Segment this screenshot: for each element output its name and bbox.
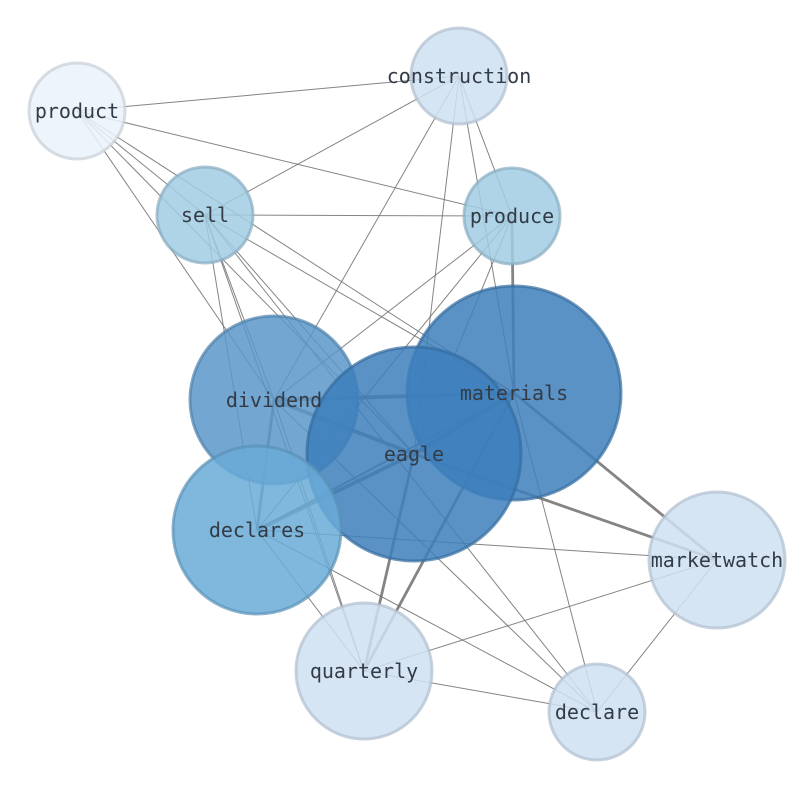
node-label-construction: construction [387, 64, 532, 88]
labels-layer: product construction sell produce materials d… [35, 64, 783, 724]
edge-product-produce [76, 110, 513, 217]
node-label-declares: declares [209, 518, 305, 542]
node-sell [155, 165, 255, 265]
node-eagle [305, 345, 523, 563]
node-label-declare: declare [555, 700, 639, 724]
node-declare [547, 662, 647, 762]
edge-product-construction [76, 75, 460, 112]
node-quarterly [294, 601, 434, 741]
nodes-layer [27, 26, 787, 762]
edge-sell-produce [204, 214, 513, 217]
node-declares [171, 444, 343, 616]
node-label-product: product [35, 99, 119, 123]
node-label-marketwatch: marketwatch [651, 548, 783, 572]
node-marketwatch [647, 490, 787, 630]
node-construction [409, 26, 509, 126]
node-label-produce: produce [470, 204, 554, 228]
node-label-quarterly: quarterly [310, 659, 418, 683]
node-label-eagle: eagle [384, 442, 444, 466]
node-label-materials: materials [460, 381, 568, 405]
node-produce [462, 166, 562, 266]
node-product [27, 61, 127, 161]
node-label-dividend: dividend [226, 388, 322, 412]
node-label-sell: sell [181, 203, 229, 227]
